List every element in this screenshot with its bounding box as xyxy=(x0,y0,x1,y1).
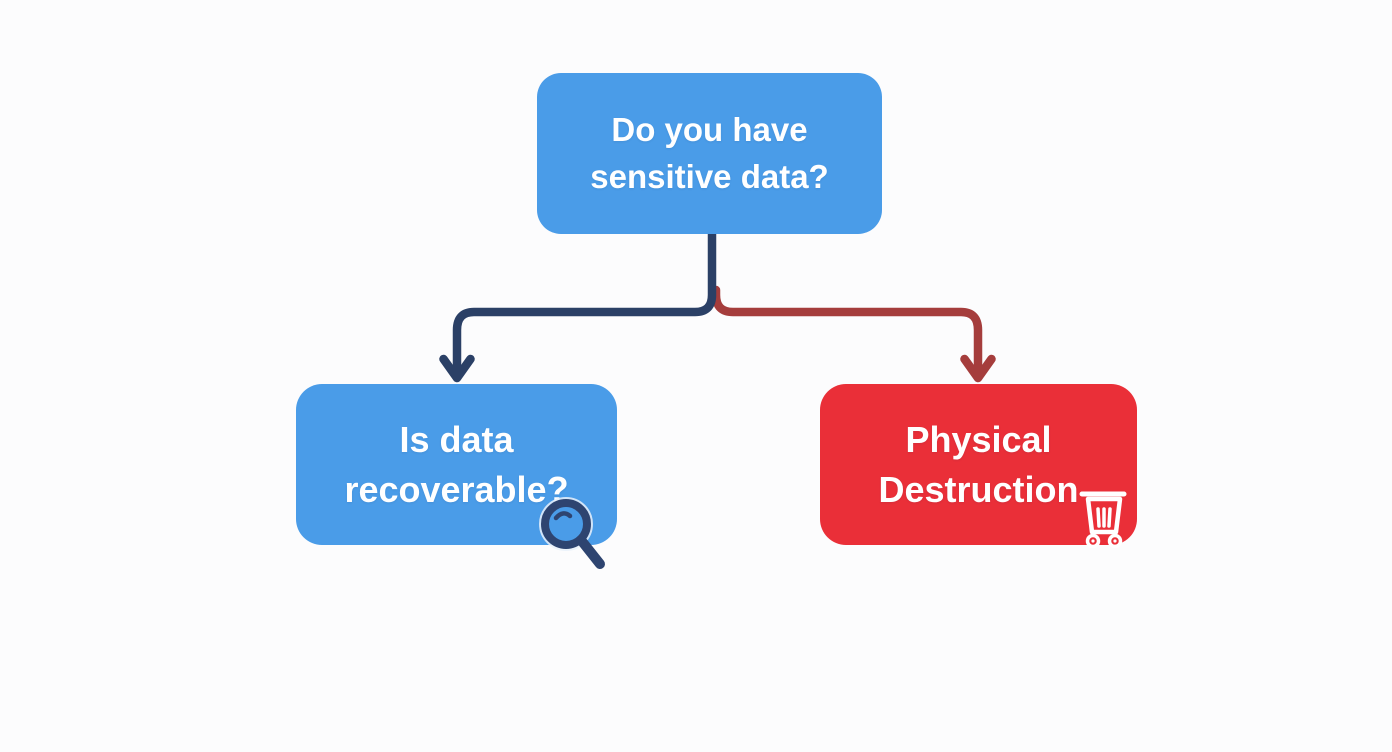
node-sensitive-data-question: Do you have sensitive data? xyxy=(537,73,882,234)
node-label: Do you have sensitive data? xyxy=(590,110,829,195)
edge-to-recoverable xyxy=(439,226,717,383)
node-label: Is data recoverable? xyxy=(344,418,569,510)
edge-line xyxy=(711,285,983,373)
edge-line xyxy=(452,226,717,373)
arrowhead-down-icon xyxy=(960,354,996,383)
node-data-recoverable: Is data recoverable? xyxy=(296,384,617,569)
trash-bin-icon xyxy=(1079,491,1127,549)
node-physical-destruction: Physical Destruction xyxy=(820,384,1137,549)
arrowhead-down-icon xyxy=(439,354,475,383)
magnifier-icon xyxy=(539,497,605,569)
edge-to-destruction xyxy=(711,285,996,383)
node-label: Physical Destruction xyxy=(878,418,1079,510)
